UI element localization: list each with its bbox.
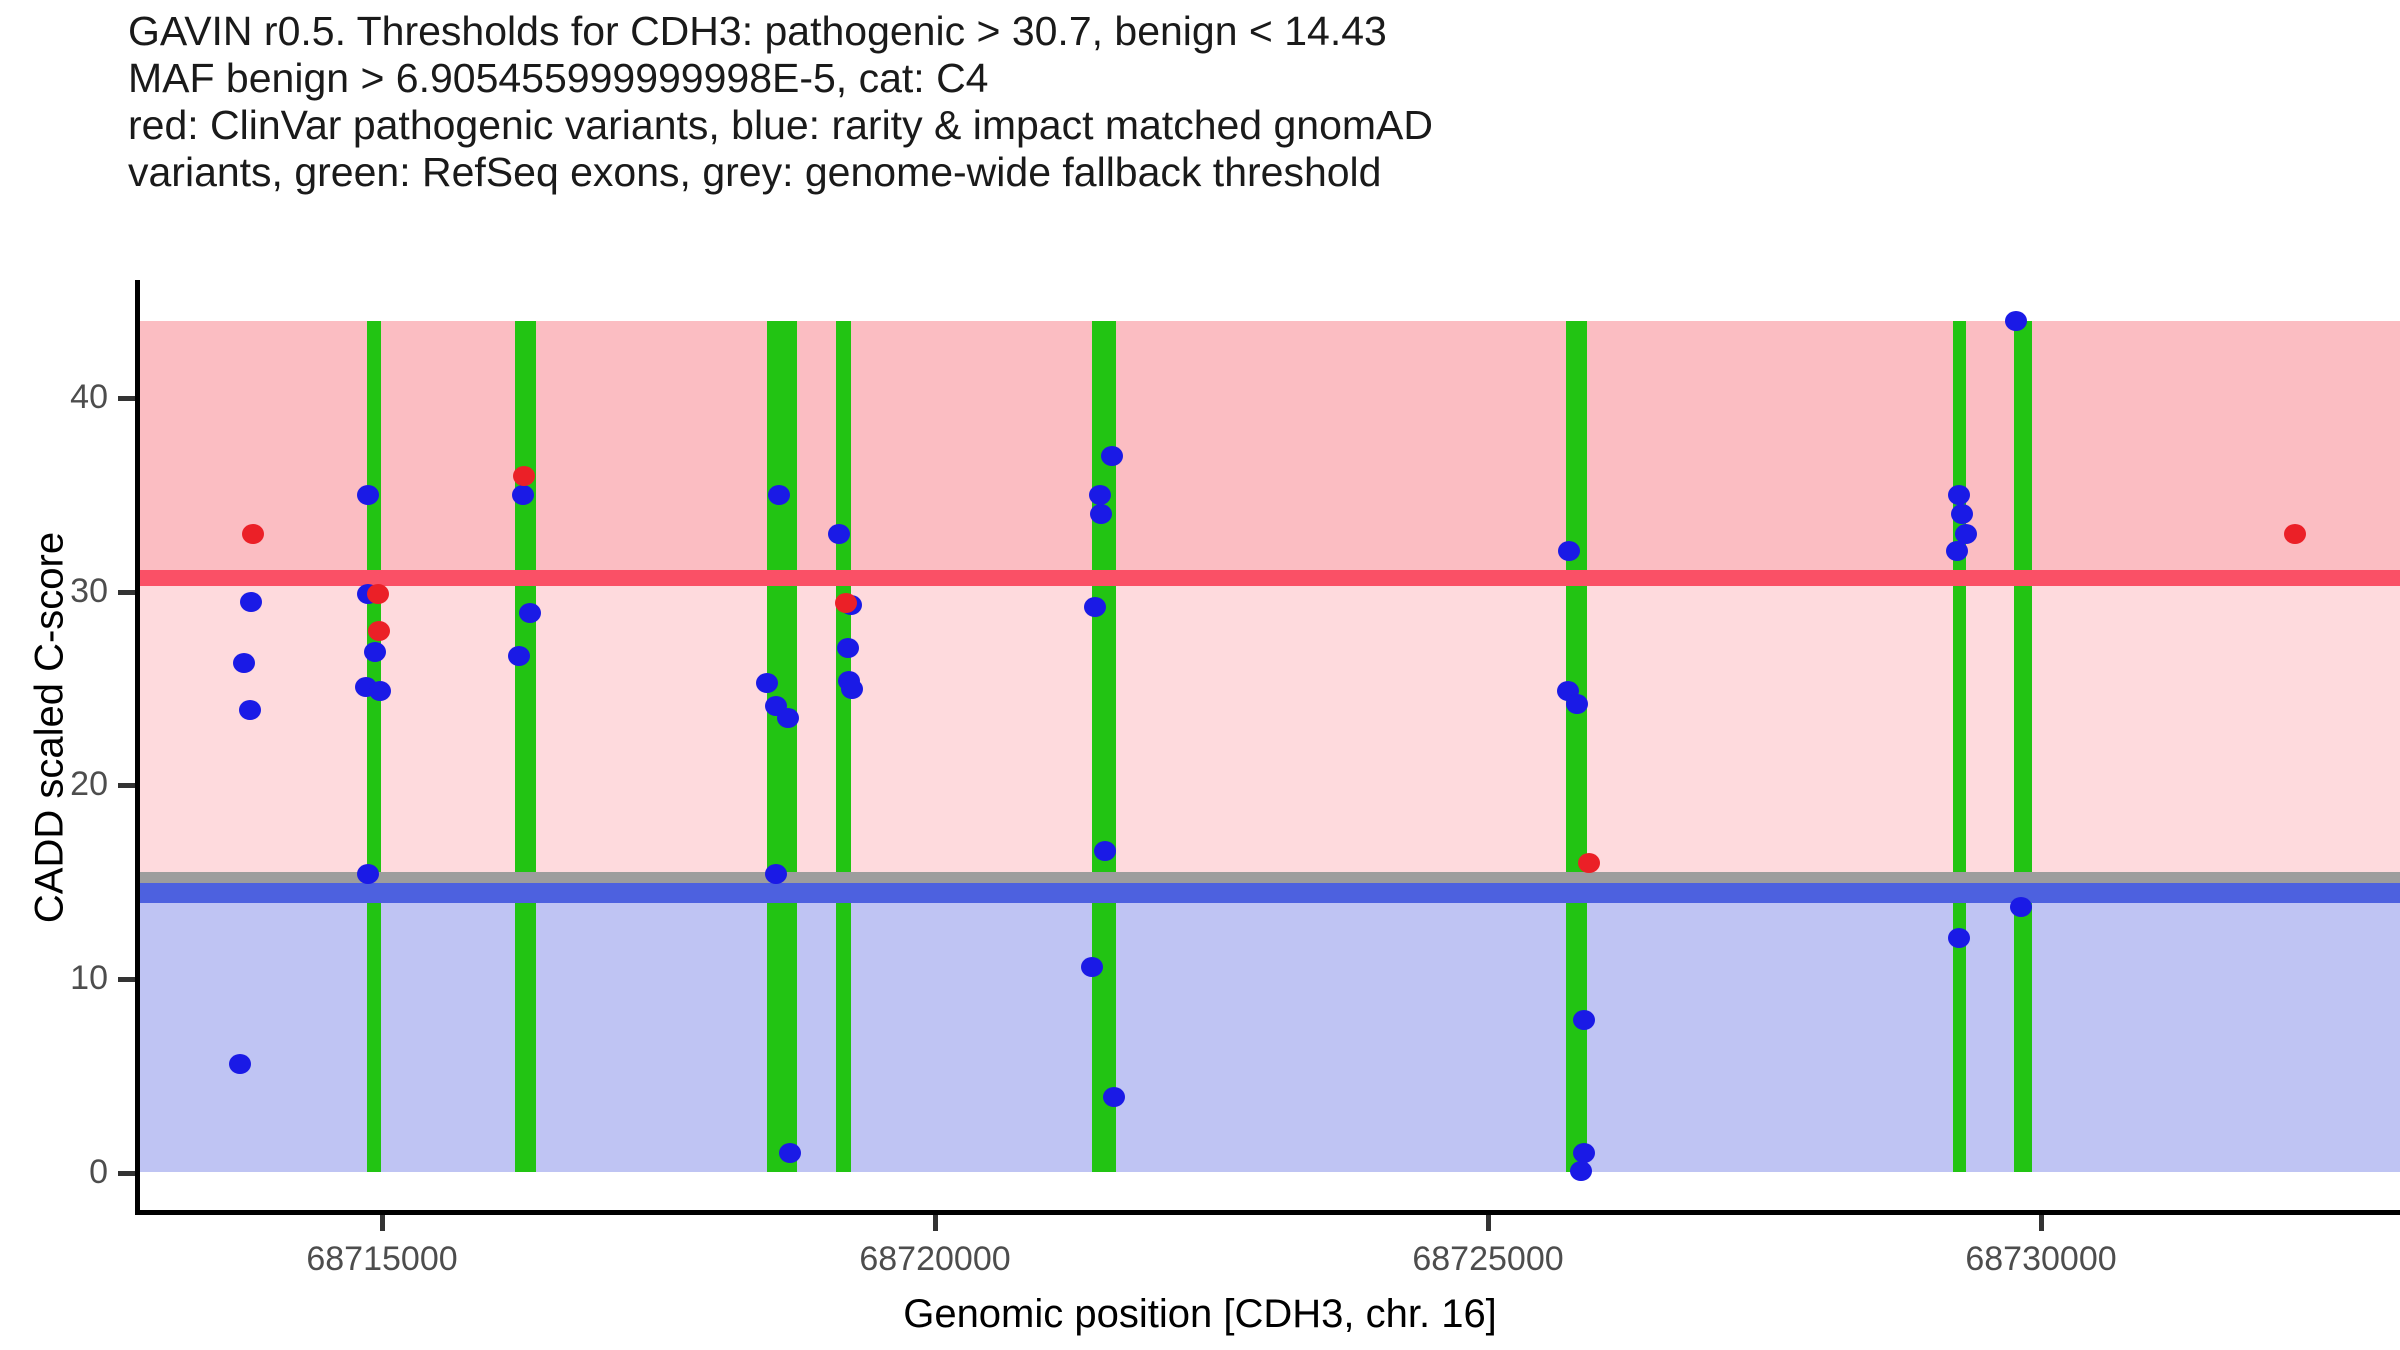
y-tick-mark (118, 1170, 135, 1176)
gnomad-variant-dot (1573, 1143, 1596, 1164)
gnomad-variant-dot (511, 485, 534, 506)
gnomad-variant-dot (841, 678, 864, 699)
clinvar-variant-dot (367, 583, 390, 604)
gnomad-variant-dot (2004, 310, 2027, 331)
gnomad-variant-dot (1569, 1160, 1592, 1181)
title-line-2: MAF benign > 6.905455999999998E-5, cat: … (128, 55, 989, 101)
gnomad-variant-dot (1102, 1087, 1125, 1107)
x-tick-label: 68715000 (306, 1240, 458, 1278)
fallback-threshold-band (140, 872, 2400, 884)
gnomad-variant-dot (1945, 541, 1968, 562)
gnomad-variant-dot (357, 864, 380, 885)
gnomad-variant-dot (1948, 485, 1971, 506)
gnomad-variant-dot (1090, 504, 1113, 525)
x-tick-mark (380, 1215, 385, 1231)
clinvar-variant-dot (241, 523, 264, 544)
clinvar-variant-dot (835, 593, 858, 614)
refseq-exon-bar (1566, 320, 1588, 1173)
title-line-4: variants, green: RefSeq exons, grey: gen… (128, 149, 1382, 195)
gnomad-variant-dot (508, 645, 531, 666)
y-axis-label: CADD scaled C-score (27, 531, 72, 924)
gnomad-variant-dot (767, 485, 790, 506)
gnomad-variant-dot (2009, 897, 2032, 918)
clinvar-variant-dot (1577, 852, 1600, 873)
gnomad-variant-dot (755, 672, 778, 693)
gnomad-variant-dot (1081, 957, 1104, 978)
gnomad-variant-dot (228, 1054, 251, 1075)
title-line-3: red: ClinVar pathogenic variants, blue: … (128, 102, 1434, 148)
gnomad-variant-dot (1094, 841, 1117, 862)
refseq-exon-bar (514, 320, 536, 1173)
y-tick-label: 30 (70, 571, 108, 610)
gnomad-variant-dot (1948, 928, 1971, 949)
benign-threshold-band (140, 883, 2400, 904)
x-tick-mark (2039, 1215, 2044, 1231)
x-tick-label: 68730000 (1965, 1240, 2117, 1278)
y-tick-label: 20 (70, 765, 108, 804)
gnomad-variant-dot (1089, 485, 1112, 506)
y-tick-label: 0 (89, 1152, 108, 1191)
gnomad-variant-dot (1084, 597, 1107, 618)
gnomad-variant-dot (776, 707, 799, 728)
gnomad-variant-dot (238, 699, 261, 720)
gnomad-variant-dot (519, 603, 542, 624)
y-tick-mark (118, 783, 135, 789)
gnomad-variant-dot (232, 653, 255, 674)
gnomad-variant-dot (1101, 446, 1124, 467)
clinvar-variant-dot (368, 620, 390, 641)
x-tick-mark (1486, 1215, 1491, 1231)
gnomad-variant-dot (363, 641, 386, 662)
gnomad-variant-dot (765, 864, 788, 885)
x-tick-label: 68725000 (1412, 1240, 1564, 1278)
refseq-exon-bar (2013, 320, 2032, 1173)
benign-region (140, 882, 2400, 1173)
gnomad-variant-dot (1573, 1009, 1596, 1030)
y-tick-label: 10 (70, 958, 108, 997)
gnomad-variant-dot (356, 485, 379, 506)
clinvar-variant-dot (2284, 523, 2307, 544)
y-tick-mark (118, 976, 135, 982)
gnomad-variant-dot (239, 591, 262, 612)
chart-title: GAVIN r0.5. Thresholds for CDH3: pathoge… (128, 8, 1433, 196)
gnomad-variant-dot (836, 637, 859, 658)
gnomad-variant-dot (1955, 523, 1978, 544)
refseq-exon-bar (835, 320, 851, 1173)
refseq-exon-bar (767, 320, 798, 1173)
clinvar-variant-dot (513, 465, 536, 486)
y-tick-label: 40 (70, 378, 108, 417)
gnomad-variant-dot (1951, 504, 1974, 525)
title-line-1: GAVIN r0.5. Thresholds for CDH3: pathoge… (128, 8, 1387, 54)
pathogenic-threshold-band (140, 570, 2400, 587)
y-tick-mark (118, 396, 135, 402)
vus-region (140, 578, 2400, 883)
x-tick-label: 68720000 (859, 1240, 1011, 1278)
x-tick-mark (933, 1215, 938, 1231)
gnomad-variant-dot (827, 523, 850, 544)
refseq-exon-bar (366, 320, 382, 1173)
gnomad-variant-dot (779, 1143, 802, 1164)
pathogenic-region (140, 320, 2400, 579)
gnomad-variant-dot (1558, 541, 1581, 562)
y-tick-mark (118, 589, 135, 595)
y-axis-line (135, 280, 140, 1210)
gnomad-variant-dot (369, 680, 391, 701)
x-axis-line (135, 1210, 2400, 1215)
gnomad-variant-dot (1566, 694, 1589, 715)
x-axis-label: Genomic position [CDH3, chr. 16] (903, 1292, 1497, 1336)
refseq-exon-bar (1952, 320, 1966, 1173)
